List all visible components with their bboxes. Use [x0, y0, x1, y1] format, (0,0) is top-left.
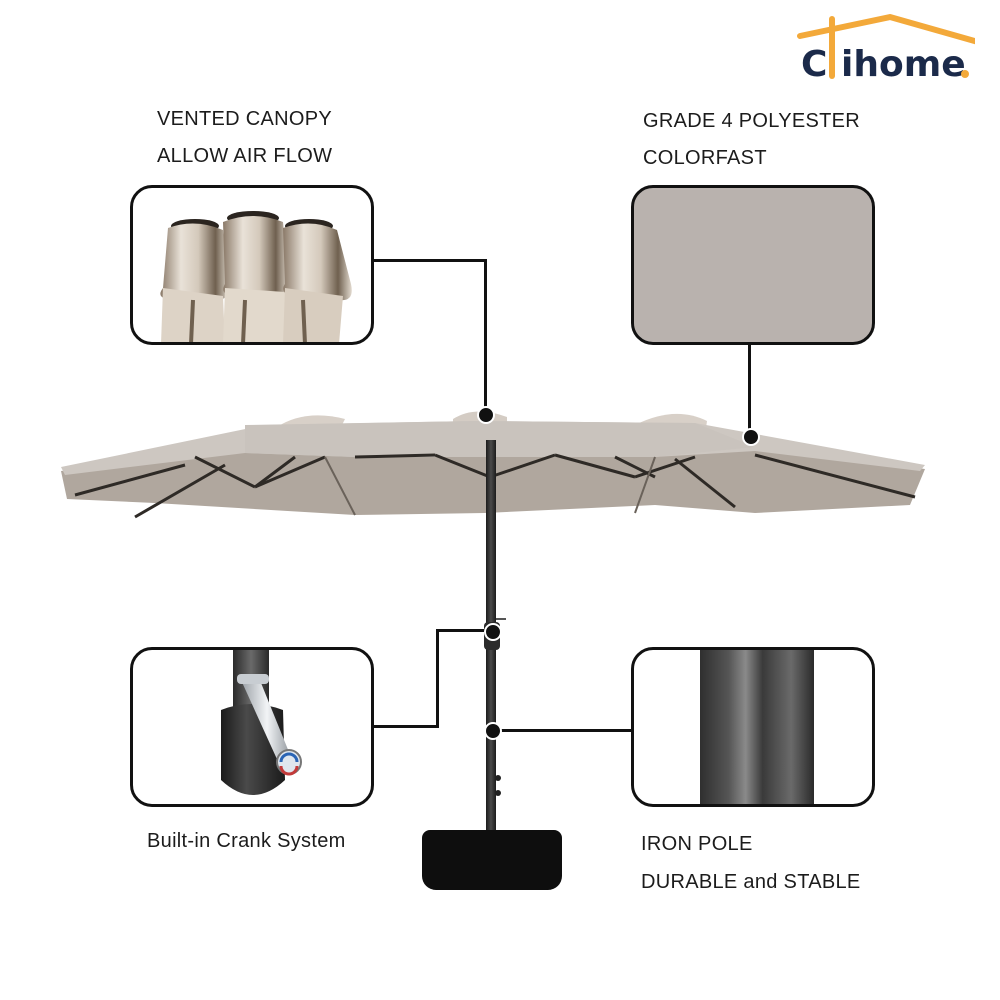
logo-c: C [801, 44, 827, 85]
umbrella-pole [486, 440, 496, 860]
fabric-title: GRADE 4 POLYESTER [643, 110, 861, 132]
connector-pole-h [494, 729, 632, 732]
connector-crank-h2 [436, 629, 490, 632]
logo-wordmark: ihome [841, 44, 966, 85]
vented-canopy-photo [130, 185, 374, 345]
umbrella-base [422, 830, 562, 890]
pole-subtitle: DURABLE and STABLE [641, 871, 861, 893]
crank-title: Built-in Crank System [147, 830, 346, 852]
umbrella-canopy [55, 395, 945, 535]
callout-dot-fabric [742, 428, 760, 446]
connector-fabric-v [748, 345, 751, 433]
connector-canopy-v [484, 259, 487, 411]
callout-dot-canopy [477, 406, 495, 424]
connector-crank-v [436, 629, 439, 728]
pole-knob-upper [495, 775, 501, 781]
logo-dot [961, 70, 969, 78]
crank-lever [496, 618, 506, 620]
iron-pole-photo [631, 647, 875, 807]
connector-canopy-h [374, 259, 486, 262]
callout-dot-crank [484, 623, 502, 641]
canopy-title: VENTED CANOPY [157, 108, 333, 130]
callout-dot-pole [484, 722, 502, 740]
pole-title: IRON POLE [641, 833, 753, 855]
fabric-subtitle: COLORFAST [643, 147, 767, 169]
pole-knob-lower [495, 790, 501, 796]
brand-logo: C ihome [795, 10, 975, 85]
fabric-swatch [631, 185, 875, 345]
canopy-subtitle: ALLOW AIR FLOW [157, 145, 333, 167]
connector-crank-h1 [374, 725, 438, 728]
crank-handle-photo [130, 647, 374, 807]
